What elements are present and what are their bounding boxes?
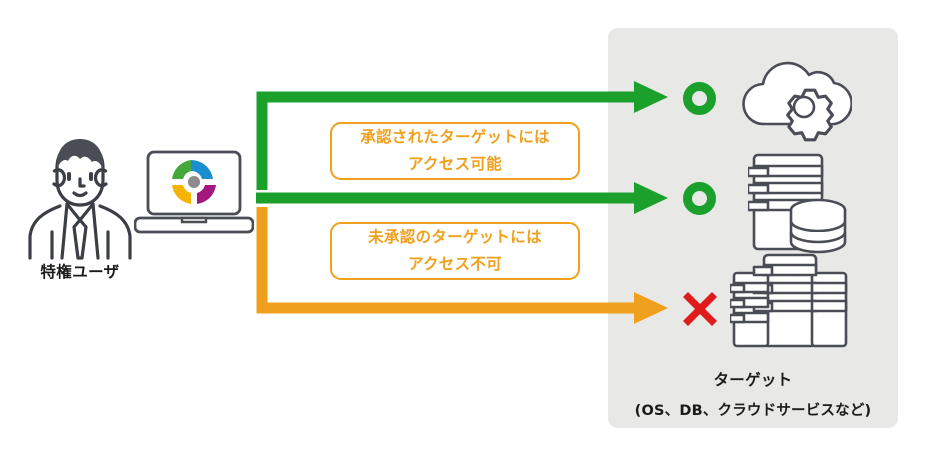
privileged-user-label: 特権ユーザ bbox=[40, 263, 120, 281]
flow-arrow-allow-middle bbox=[256, 182, 668, 214]
callout-allowed-access: 承認されたターゲットには アクセス可能 bbox=[330, 122, 580, 180]
privileged-user: 特権ユーザ bbox=[18, 132, 142, 297]
server-database-icon bbox=[748, 152, 853, 257]
business-person-icon bbox=[28, 139, 132, 260]
target-caption-subtitle: (OS、DB、クラウドサービスなど) bbox=[634, 403, 872, 419]
laptop-icon bbox=[134, 150, 254, 234]
callout-allowed-line1: 承認されたターゲットには bbox=[360, 128, 550, 146]
callout-denied-line2: アクセス不可 bbox=[407, 254, 503, 273]
callout-denied-access: 未承認のターゲットには アクセス不可 bbox=[330, 222, 580, 280]
green-ring-icon bbox=[683, 182, 716, 215]
four-segment-ring-logo bbox=[172, 159, 216, 204]
red-cross-icon bbox=[681, 290, 719, 328]
target-caption: ターゲット (OS、DB、クラウドサービスなど) bbox=[608, 368, 898, 420]
callout-denied-line1: 未承認のターゲットには bbox=[368, 228, 542, 246]
server-racks-icon bbox=[730, 252, 850, 352]
green-ring-icon bbox=[683, 82, 716, 115]
cloud-gear-icon bbox=[740, 52, 852, 146]
laptop-device bbox=[134, 148, 254, 238]
callout-allowed-line2: アクセス可能 bbox=[407, 154, 503, 173]
target-caption-title: ターゲット bbox=[713, 371, 793, 389]
flow-arrow-allow-upper bbox=[256, 81, 668, 190]
flow-arrow-deny-lower bbox=[256, 207, 668, 324]
